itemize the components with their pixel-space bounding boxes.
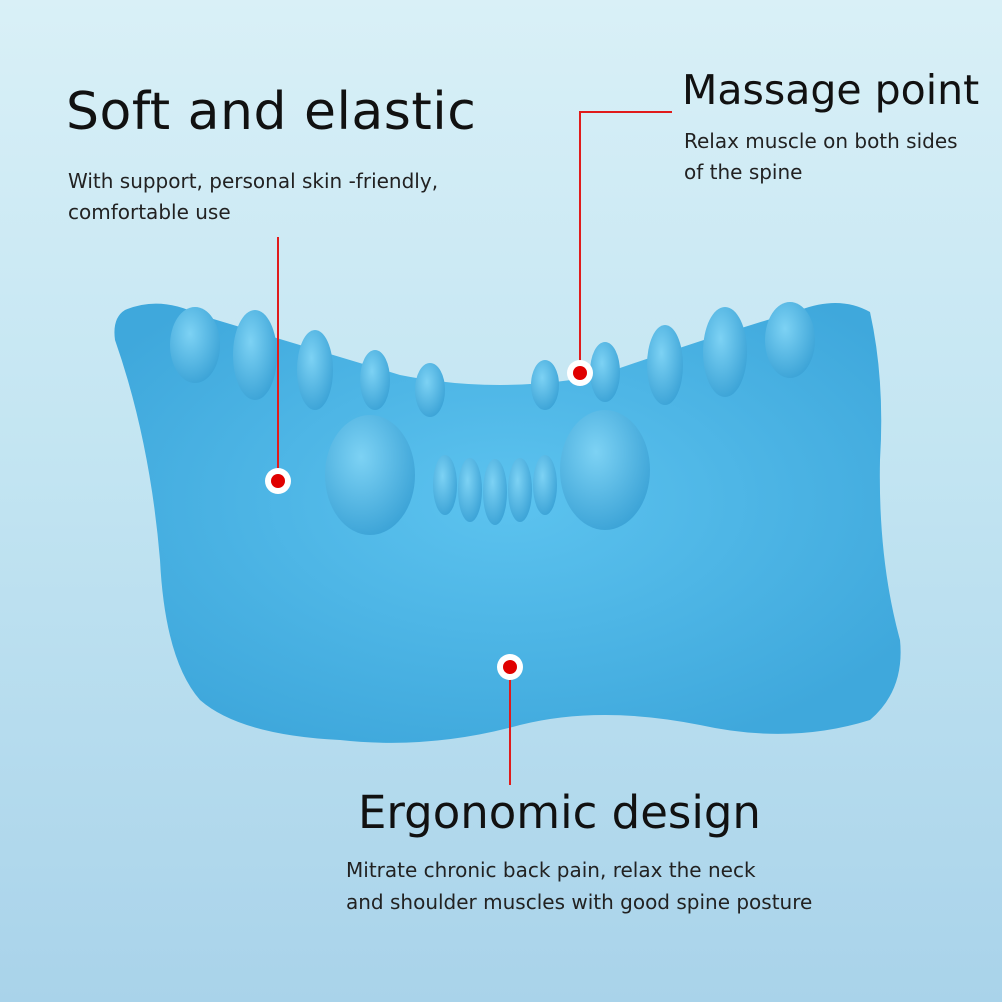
callout-dots [265, 360, 593, 680]
ergonomic-design-description: Mitrate chronic back pain, relax the nec… [346, 854, 812, 918]
soft-elastic-title: Soft and elastic [66, 82, 477, 142]
description-line: and shoulder muscles with good spine pos… [346, 890, 813, 914]
description-line: of the spine [684, 160, 803, 184]
neck-pillow [114, 302, 901, 743]
description-line: comfortable use [68, 200, 231, 224]
massage-point-title: Massage point [682, 66, 980, 114]
soft-elastic-description: With support, personal skin -friendly, c… [68, 166, 438, 228]
description-line: With support, personal skin -friendly, [68, 169, 439, 193]
ergonomic-design-title: Ergonomic design [358, 786, 761, 839]
massage-point-description: Relax muscle on both sides of the spine [684, 126, 958, 188]
description-line: Mitrate chronic back pain, relax the nec… [346, 858, 756, 882]
callout-lines [277, 111, 672, 785]
description-line: Relax muscle on both sides [684, 129, 958, 153]
